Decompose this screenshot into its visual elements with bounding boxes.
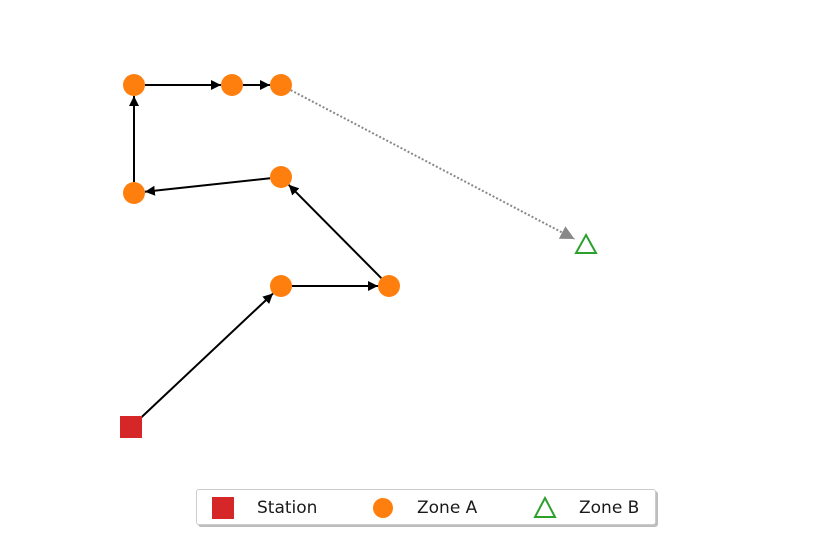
- node-zone-b: [574, 232, 598, 254]
- legend-zone-b-marker: [533, 496, 557, 518]
- node-zone-a-n4: [123, 182, 145, 204]
- edge-n2-n3: [287, 184, 383, 279]
- legend-zone-a-marker: [373, 498, 393, 518]
- legend-item-zone-b: Zone B: [533, 490, 639, 526]
- node-zone-a-n3: [270, 166, 292, 188]
- node-station: [120, 416, 142, 438]
- edges-layer: [129, 80, 575, 419]
- zone-a-circle-icon: [373, 498, 393, 518]
- edge-n7-b1: [290, 89, 575, 240]
- route-diagram: [120, 74, 598, 438]
- legend-label-zone-a: Zone A: [417, 498, 478, 518]
- node-zone-a-n6: [221, 74, 243, 96]
- edge-station-n1: [139, 292, 274, 419]
- nodes-layer: [120, 74, 598, 438]
- legend-item-zone-a: Zone A: [371, 490, 477, 526]
- legend-label-zone-b: Zone B: [579, 498, 640, 518]
- zone-b-triangle-icon: [533, 496, 557, 518]
- node-zone-a-n2: [378, 275, 400, 297]
- legend: Station Zone A Zone B: [196, 489, 656, 525]
- node-zone-a-n7: [270, 74, 292, 96]
- station-square-icon: [212, 497, 234, 519]
- node-zone-a-n5: [123, 74, 145, 96]
- legend-label-station: Station: [257, 498, 318, 518]
- edge-n3-n4: [144, 177, 271, 196]
- legend-station-marker: [212, 497, 234, 519]
- node-zone-a-n1: [270, 275, 292, 297]
- legend-item-station: Station: [211, 490, 317, 526]
